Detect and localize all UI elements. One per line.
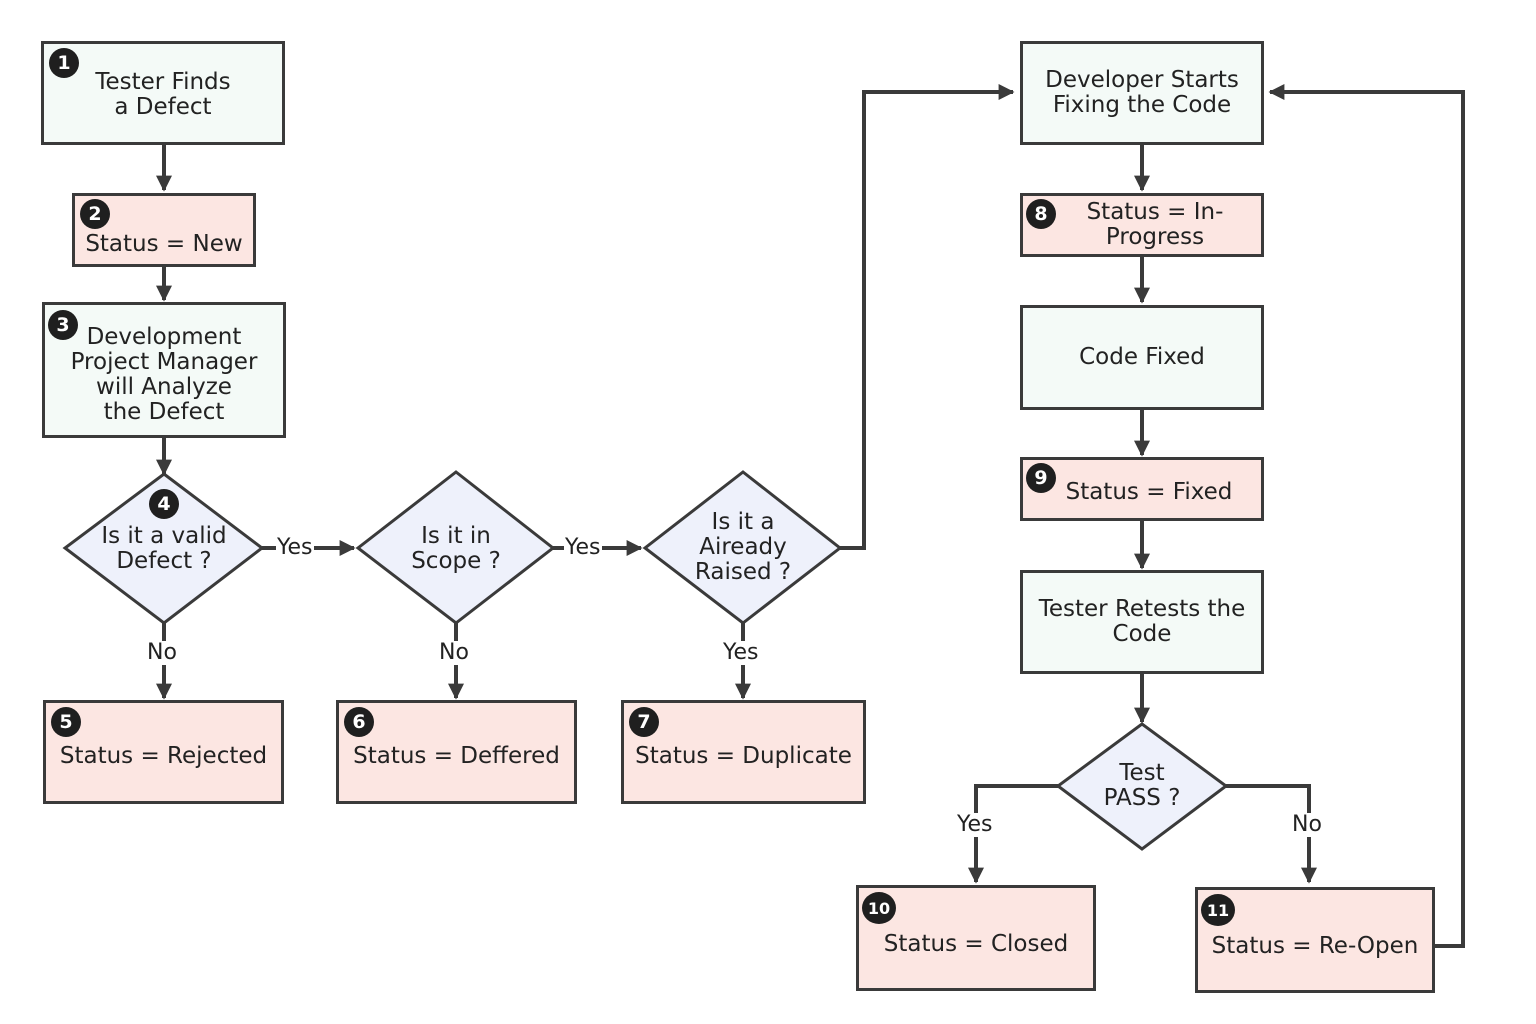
step-badge-8: 8 [1026,199,1056,229]
step-badge-7: 7 [629,707,659,737]
node-status-rejected: Status = Rejected [43,700,284,804]
edge-label-pass-yes: Yes [956,812,994,837]
node-developer-starts-fixing: Developer Starts Fixing the Code [1020,41,1264,145]
node-text: Status = In- Progress [1086,199,1224,250]
node-text: Status = Fixed [1065,478,1233,505]
node-text: Status = New [85,230,243,257]
edge-test-10 [968,784,1058,884]
node-text: Status = Deffered [353,742,560,769]
step-badge-3: 3 [48,310,78,340]
step-badge-4: 4 [149,489,179,519]
node-text: Status = Re-Open [1211,932,1419,959]
step-badge-10: 10 [862,892,896,924]
edge-label-raised-yes: Yes [722,640,760,665]
node-text: Status = Rejected [59,742,268,769]
edge-label-valid-no: No [146,640,178,665]
node-status-fixed: Status = Fixed [1020,457,1264,521]
step-badge-1: 1 [49,48,79,78]
decision-test-pass-text: Test PASS ? [1103,760,1181,811]
node-text: Status = Closed [883,930,1069,957]
decision-in-scope [355,470,556,625]
decision-test-pass [1055,722,1229,851]
node-status-duplicate: Status = Duplicate [621,700,866,804]
node-text: Developer Starts Fixing the Code [1045,67,1239,118]
node-text: Code Fixed [1079,344,1205,370]
edge-label-pass-no: No [1291,812,1323,837]
node-tester-finds-defect: Tester Finds a Defect [41,41,285,145]
step-badge-11: 11 [1201,894,1235,926]
step-badge-6: 6 [344,707,374,737]
decision-in-scope-text: Is it in Scope ? [411,523,501,574]
node-status-in-progress: Status = In- Progress [1020,193,1264,257]
node-code-fixed: Code Fixed [1020,305,1264,410]
decision-valid-defect [62,472,265,625]
edge-label-scope-no: No [438,640,470,665]
edge-label-scope-yes: Yes [564,535,602,560]
edge-test-11 [1226,784,1317,884]
step-badge-9: 9 [1026,463,1056,493]
node-text: Tester Retests the Code [1038,596,1246,647]
node-text: Development Project Manager will Analyze… [70,324,258,425]
edge-raised-dev [840,84,1015,550]
edge-11-dev [1268,84,1465,948]
node-status-deffered: Status = Deffered [336,700,577,804]
node-status-re-open: Status = Re-Open [1195,887,1435,993]
node-text: Status = Duplicate [635,742,852,769]
edge-label-valid-yes: Yes [276,535,314,560]
decision-already-raised-text: Is it a Aiready Raised ? [694,509,792,585]
node-text: Tester Finds a Defect [95,69,231,120]
decision-already-raised [642,470,843,625]
node-pm-analyze: Development Project Manager will Analyze… [42,302,286,438]
step-badge-5: 5 [51,707,81,737]
node-status-closed: Status = Closed [856,885,1096,991]
decision-valid-defect-text: Is it a valid Defect ? [101,523,227,574]
step-badge-2: 2 [80,199,110,229]
node-tester-retests: Tester Retests the Code [1020,570,1264,674]
